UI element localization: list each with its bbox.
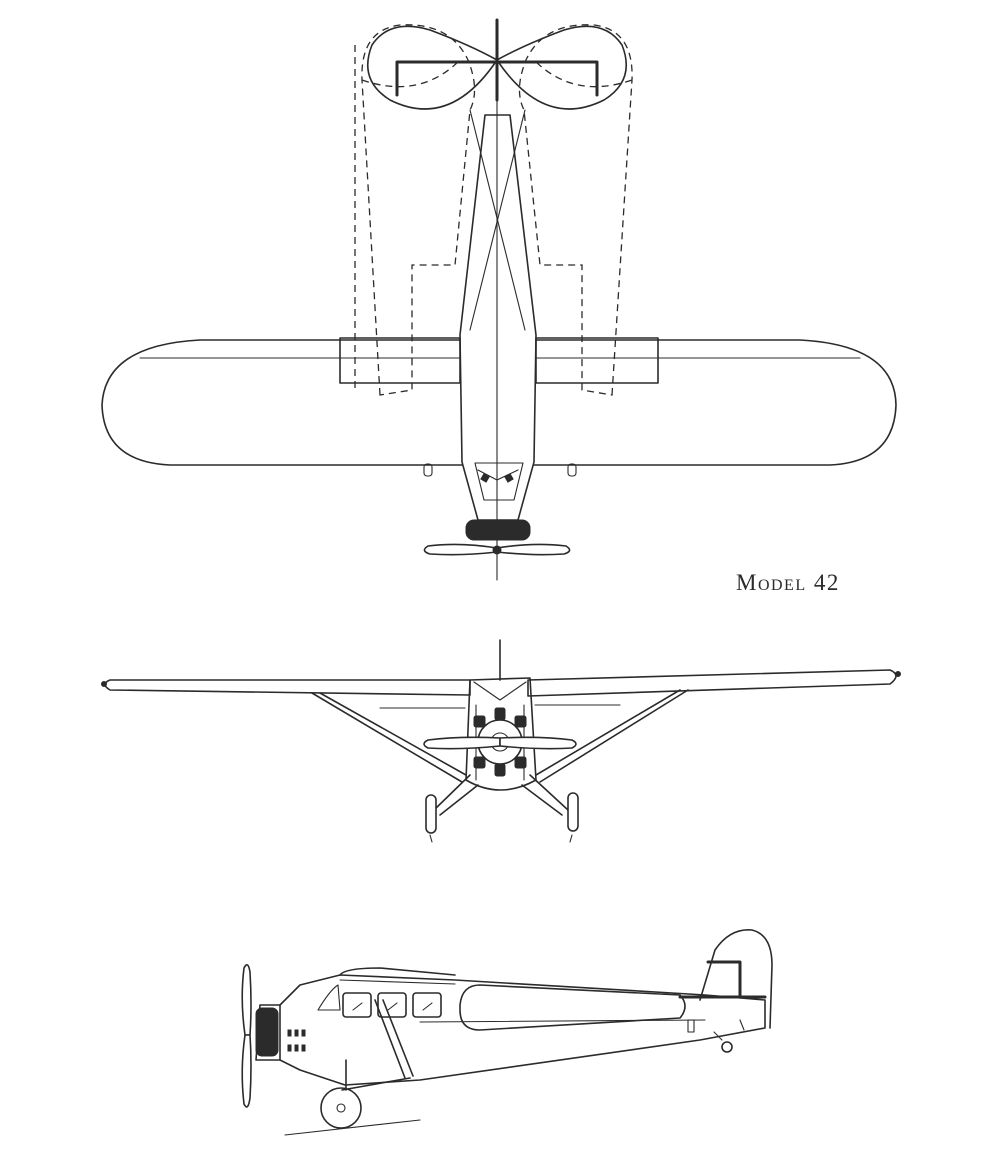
side-engine [241, 964, 306, 1108]
front-landing-gear [425, 774, 579, 843]
side-tail [678, 929, 773, 1053]
plan-view [101, 18, 897, 581]
front-wing [101, 639, 901, 697]
front-view [101, 639, 901, 843]
side-view [241, 929, 773, 1136]
side-landing-gear [284, 1087, 421, 1136]
plan-engine [423, 519, 571, 556]
side-windows [342, 992, 442, 1018]
plan-wing [101, 337, 897, 477]
model-caption: Model 42 [736, 570, 840, 595]
side-struts [341, 999, 414, 1091]
tailplane [366, 18, 628, 110]
front-struts [311, 689, 689, 783]
side-fuselage [279, 967, 766, 1086]
folded-wing-outline [354, 24, 633, 396]
front-engine [423, 707, 577, 777]
plan-fuselage [459, 109, 537, 521]
